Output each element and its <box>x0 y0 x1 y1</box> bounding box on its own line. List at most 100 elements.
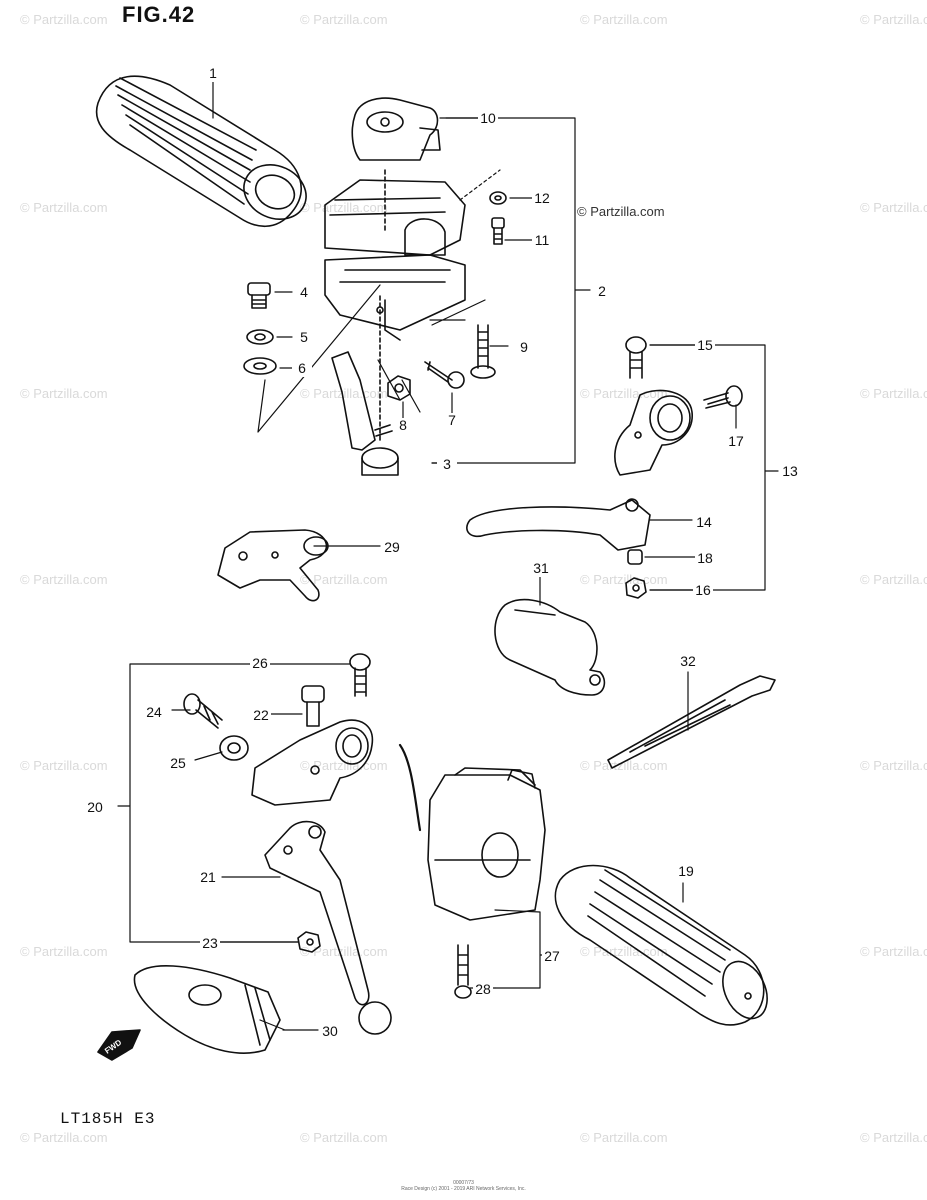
callout-bg <box>532 233 552 249</box>
watermark-text: © Partzilla.com <box>20 758 108 773</box>
callout-bg <box>144 705 164 721</box>
watermark-text: © Partzilla.com <box>860 944 927 959</box>
part-3-cable-lever <box>332 295 398 475</box>
watermark-text: © Partzilla.com <box>580 12 668 27</box>
callout-bg <box>473 982 493 998</box>
callout-bg <box>780 464 800 480</box>
watermark-text: © Partzilla.com <box>580 386 668 401</box>
watermark-text: © Partzilla.com <box>860 758 927 773</box>
watermark-text: © Partzilla.com <box>300 12 388 27</box>
callout-6: 6 <box>298 360 306 376</box>
part-28-screw <box>455 945 471 998</box>
watermark-text: © Partzilla.com <box>300 572 388 587</box>
callout-bg <box>693 583 713 599</box>
watermark-text: © Partzilla.com <box>20 386 108 401</box>
callout-29: 29 <box>384 539 400 555</box>
part-10-throttle-housing <box>352 98 440 160</box>
leader-6 <box>258 285 380 432</box>
watermark-text: © Partzilla.com <box>20 944 108 959</box>
callout-bg <box>478 111 498 127</box>
watermark-text: © Partzilla.com <box>580 1130 668 1145</box>
callout-bg <box>294 285 314 301</box>
callout-bg <box>695 551 715 567</box>
part-5-washer <box>247 330 273 344</box>
callout-bg <box>85 800 105 816</box>
watermark-text: © Partzilla.com <box>20 1130 108 1145</box>
callout-8: 8 <box>399 417 407 433</box>
callout-bg <box>203 66 223 82</box>
callout-bg <box>678 654 698 670</box>
part-25-nut <box>220 736 248 760</box>
callout-bg <box>393 418 413 434</box>
callout-14: 14 <box>696 514 712 530</box>
callout-3: 3 <box>443 456 451 472</box>
callout-bg <box>442 413 462 429</box>
callout-bg <box>726 434 746 450</box>
callout-bg <box>250 656 270 672</box>
watermark-text: © Partzilla.com <box>300 944 388 959</box>
callout-bg <box>437 457 457 473</box>
watermark-text: © Partzilla.com <box>860 572 927 587</box>
callout-27: 27 <box>544 948 560 964</box>
part-30-lever-guard <box>134 966 280 1053</box>
watermark-text: © Partzilla.com <box>860 1130 927 1145</box>
part-20-lever-holder <box>252 720 372 805</box>
callout-20: 20 <box>87 799 103 815</box>
part-4-screw <box>248 283 270 308</box>
callout-4: 4 <box>300 284 308 300</box>
part-11-screw <box>492 218 504 244</box>
part-29-bracket <box>218 530 328 601</box>
callout-24: 24 <box>146 704 162 720</box>
callout-7: 7 <box>448 412 456 428</box>
watermark-text: © Partzilla.com <box>20 12 108 27</box>
callout-bg <box>168 756 188 772</box>
part-7-screw <box>425 362 464 388</box>
callout-13: 13 <box>782 463 798 479</box>
watermark-text: © Partzilla.com <box>300 200 388 215</box>
part-6-washer <box>244 358 276 374</box>
watermark-text: © Partzilla.com <box>20 200 108 215</box>
part-12-nut <box>490 192 506 204</box>
credit-text: © Partzilla.com <box>577 204 665 219</box>
part-9-screw <box>471 325 495 378</box>
part-18-collar <box>628 550 642 564</box>
part-2-switch-case <box>325 170 465 340</box>
callout-bg <box>592 284 612 300</box>
footer-copyright: Race Design (c) 2001 - 2019 ARI Network … <box>401 1186 526 1192</box>
watermark-text: © Partzilla.com <box>300 386 388 401</box>
callout-16: 16 <box>695 582 711 598</box>
callout-bg <box>514 340 534 356</box>
bracket-27 <box>495 910 548 988</box>
part-13-brake-lever-holder <box>615 390 692 475</box>
callout-12: 12 <box>534 190 550 206</box>
callout-17: 17 <box>728 433 744 449</box>
callout-2: 2 <box>598 283 606 299</box>
part-27-switch <box>400 745 545 920</box>
part-23-nut <box>298 932 320 952</box>
callout-layer: 1234567891011121314151617181920212223242… <box>85 65 800 1040</box>
part-14-lever <box>467 499 650 550</box>
callout-22: 22 <box>253 707 269 723</box>
callout-bg <box>695 338 715 354</box>
callout-bg <box>382 540 402 556</box>
part-32-cable-tie <box>608 676 775 768</box>
part-21-lever <box>265 822 391 1034</box>
footer-code: 00007/73 <box>453 1180 474 1186</box>
part-24-adjuster <box>184 694 222 728</box>
callout-bg <box>531 561 551 577</box>
callout-bg <box>676 864 696 880</box>
callout-21: 21 <box>200 869 216 885</box>
leader-9 <box>430 300 485 325</box>
callout-32: 32 <box>680 653 696 669</box>
callout-31: 31 <box>533 560 549 576</box>
callout-bg <box>532 191 552 207</box>
callout-23: 23 <box>202 935 218 951</box>
callout-bg <box>292 361 312 377</box>
watermark-text: © Partzilla.com <box>860 386 927 401</box>
callout-19: 19 <box>678 863 694 879</box>
callout-1: 1 <box>209 65 217 81</box>
part-16-nut <box>626 578 646 598</box>
callout-25: 25 <box>170 755 186 771</box>
